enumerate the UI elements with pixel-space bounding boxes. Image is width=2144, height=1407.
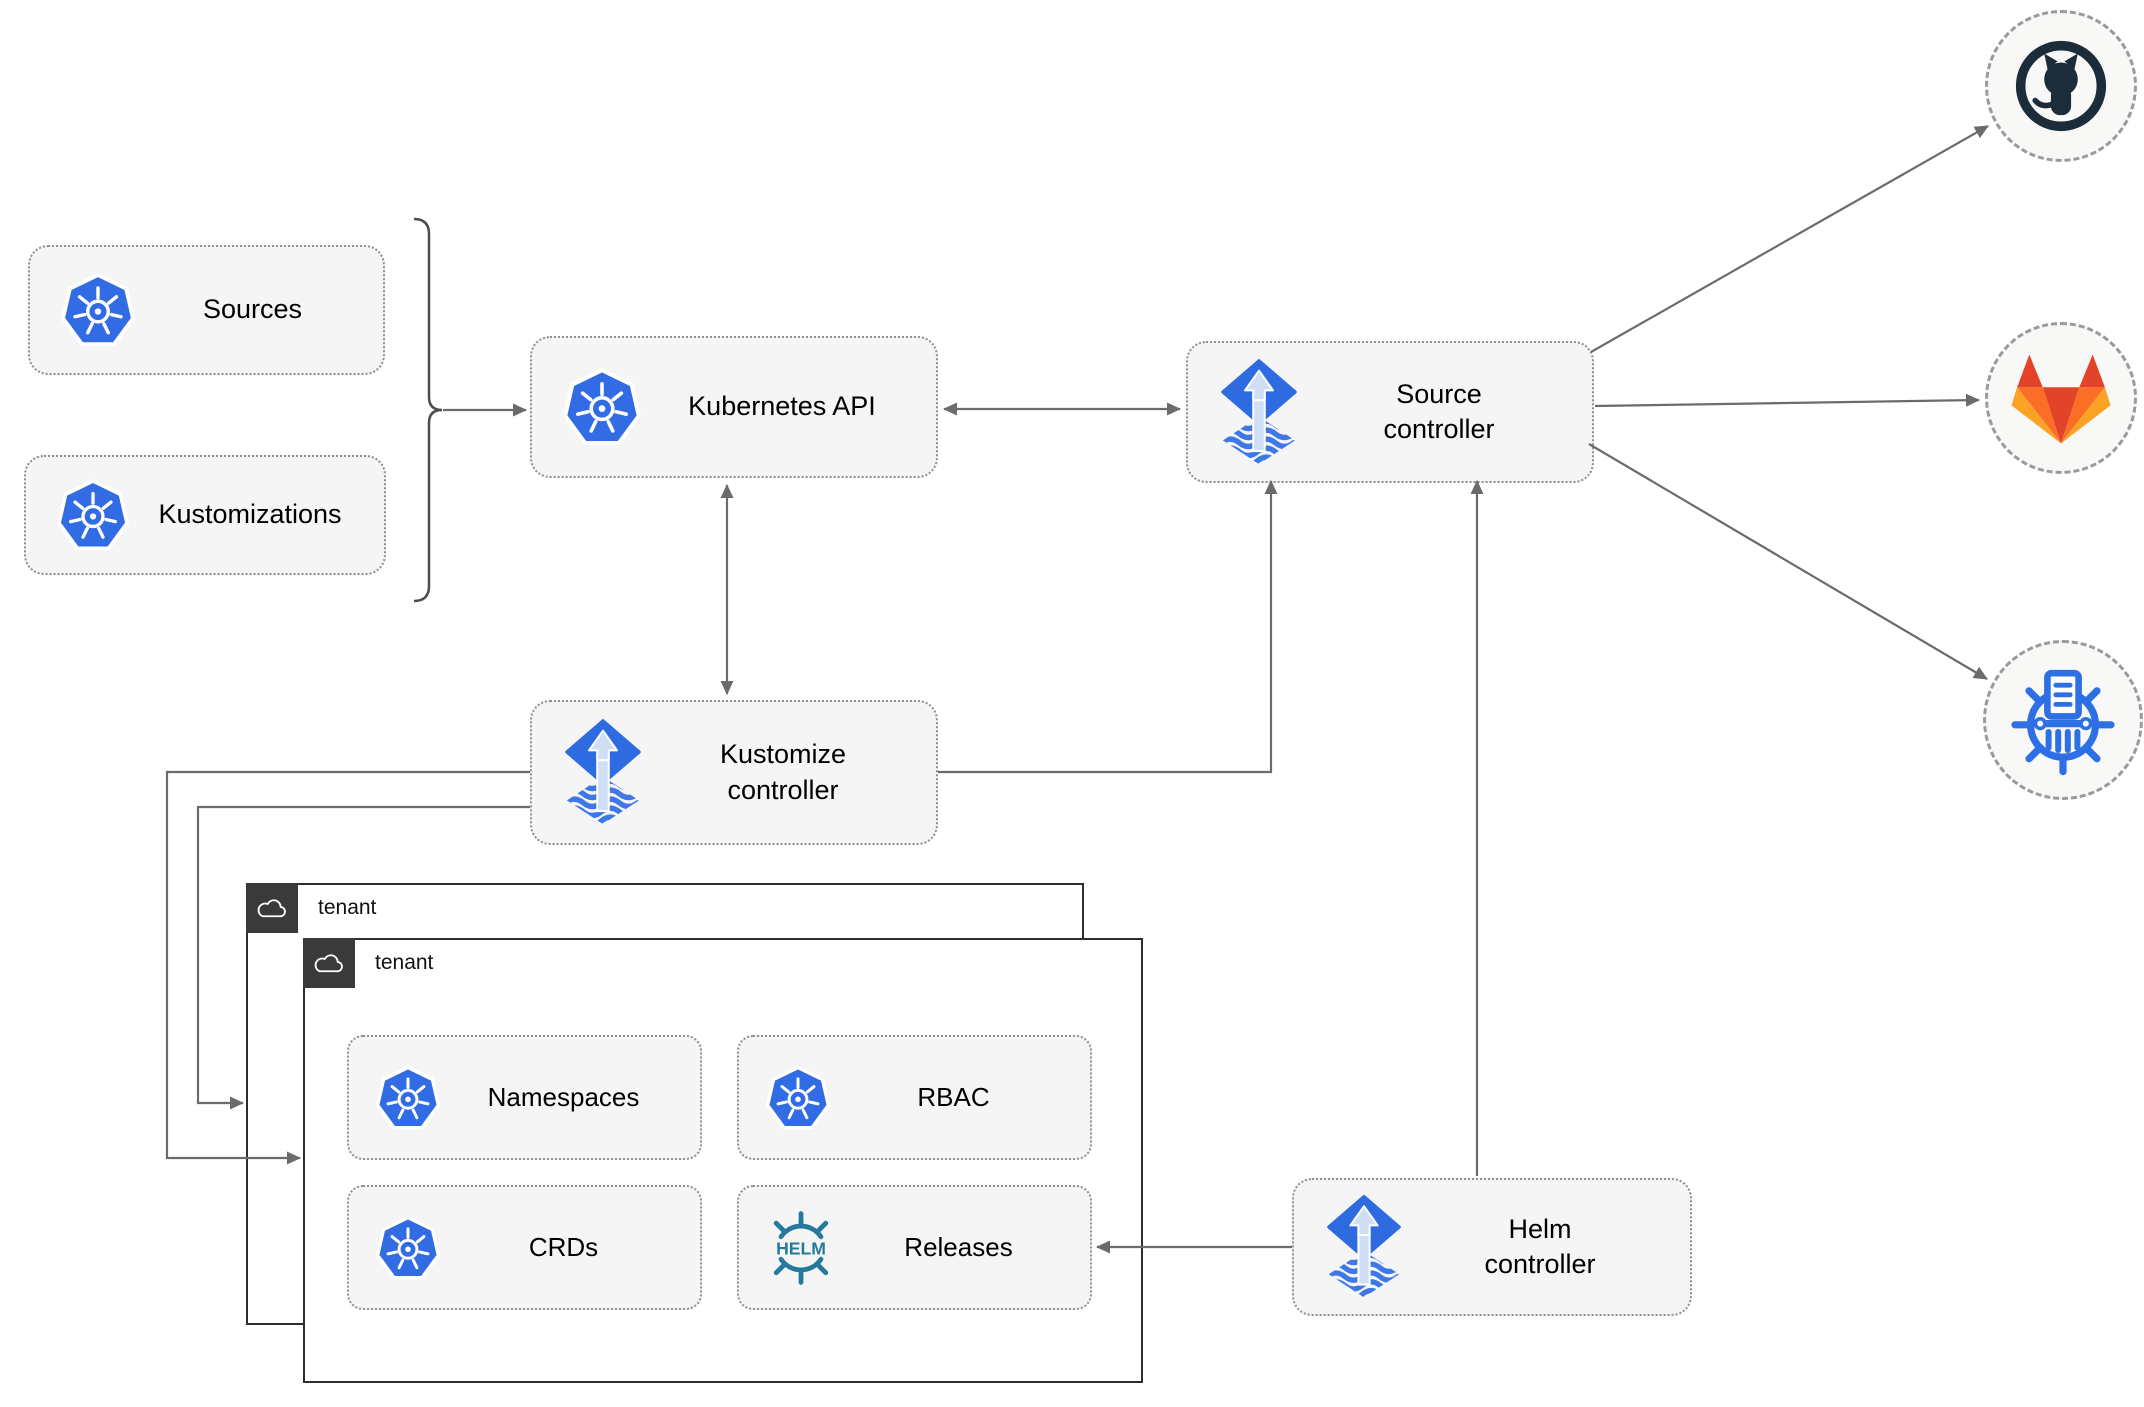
tenant-box-front bbox=[303, 938, 1143, 1383]
gitlab-icon bbox=[1985, 322, 2137, 474]
helm-icon-text: HELM bbox=[776, 1238, 826, 1258]
kubernetes-icon bbox=[375, 1215, 441, 1281]
edge-source-github bbox=[1590, 125, 1989, 353]
node-label: RBAC bbox=[917, 1081, 990, 1112]
flux-icon bbox=[1324, 1195, 1404, 1299]
node-kustomizations: Kustomizations bbox=[24, 455, 386, 575]
kubernetes-icon bbox=[60, 272, 136, 348]
kubernetes-icon bbox=[765, 1065, 831, 1131]
node-label: CRDs bbox=[528, 1231, 599, 1262]
node-sources: Sources bbox=[28, 245, 385, 375]
node-releases: HELM Releases bbox=[737, 1185, 1092, 1310]
node-label: Helm controller bbox=[1484, 1213, 1596, 1279]
helm-repository-icon bbox=[1983, 640, 2143, 800]
node-label: Namespaces bbox=[487, 1081, 640, 1112]
node-helm-controller: Helm controller bbox=[1292, 1178, 1692, 1316]
node-rbac: RBAC bbox=[737, 1035, 1092, 1160]
node-label: Releases bbox=[904, 1231, 1013, 1262]
kubernetes-icon bbox=[56, 478, 130, 552]
edge-source-helmrepo bbox=[1588, 443, 1988, 680]
node-label: Source controller bbox=[1383, 378, 1495, 444]
node-crds: CRDs bbox=[347, 1185, 702, 1310]
node-label: Kustomizations bbox=[158, 499, 342, 530]
cloud-icon bbox=[246, 883, 298, 933]
cloud-icon bbox=[303, 938, 355, 988]
flux-icon bbox=[1218, 358, 1300, 466]
helm-icon: HELM bbox=[761, 1208, 841, 1288]
node-source-controller: Source controller bbox=[1186, 341, 1594, 483]
tenant-label: tenant bbox=[375, 951, 434, 974]
node-kubernetes-api: Kubernetes API bbox=[530, 336, 938, 478]
node-namespaces: Namespaces bbox=[347, 1035, 702, 1160]
node-label: Kubernetes API bbox=[688, 391, 876, 422]
edge-source-gitlab bbox=[1594, 393, 1980, 408]
kubernetes-icon bbox=[562, 367, 642, 447]
node-kustomize-controller: Kustomize controller bbox=[530, 700, 938, 845]
node-label: Sources bbox=[202, 294, 303, 325]
tenant-label: tenant bbox=[318, 896, 377, 919]
node-label: Kustomize controller bbox=[719, 739, 847, 805]
kubernetes-icon bbox=[375, 1065, 441, 1131]
github-icon bbox=[1985, 10, 2137, 162]
edge-kustomize-source bbox=[938, 480, 1278, 774]
flux-icon bbox=[562, 719, 644, 826]
group-bracket bbox=[413, 217, 443, 603]
